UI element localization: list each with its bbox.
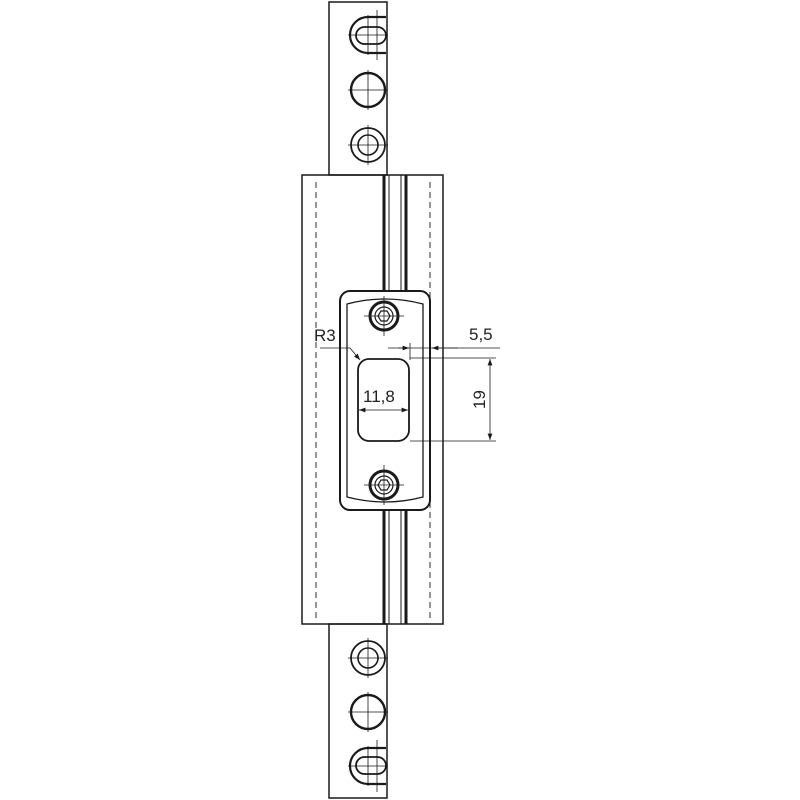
slot-hole-top — [347, 10, 389, 60]
slot-hole-bottom — [347, 740, 389, 792]
strike-body — [301, 174, 444, 625]
slot-width-label: 11,8 — [363, 387, 395, 406]
offset-label: 5,5 — [469, 325, 493, 344]
radius-label: R3 — [314, 326, 336, 345]
latch-slot — [357, 358, 410, 442]
screw-top — [363, 295, 405, 337]
slot-height-label: 19 — [470, 390, 489, 409]
dimensions — [320, 343, 500, 442]
bottom-mounting-strip — [328, 623, 389, 799]
screw-bottom — [363, 464, 405, 506]
top-mounting-strip — [328, 1, 389, 176]
